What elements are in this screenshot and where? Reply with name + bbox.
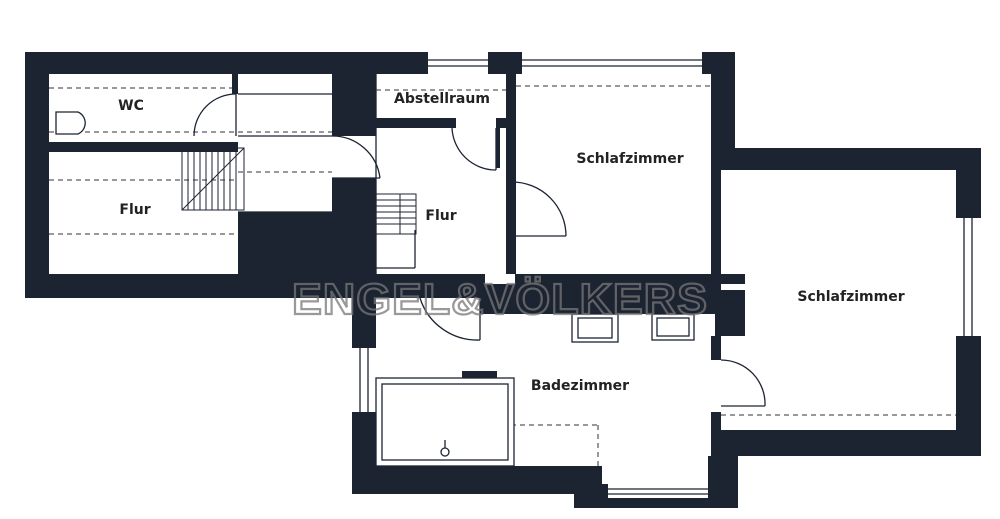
dashed-lines [49, 85, 956, 466]
room-label-flur-center: Flur [425, 208, 456, 224]
walls [25, 52, 981, 508]
room-label-wc: WC [118, 98, 144, 114]
bathtub-icon [375, 377, 515, 467]
room-label-badezimmer: Badezimmer [531, 378, 629, 394]
watermark-brand: ENGEL&VÖLKERS [292, 275, 708, 324]
toilet-icon [55, 111, 86, 135]
room-label-schlafzimmer-2: Schlafzimmer [797, 289, 904, 305]
room-label-abstellraum: Abstellraum [394, 91, 490, 107]
sink-icon [571, 313, 695, 343]
room-label-schlafzimmer-1: Schlafzimmer [576, 151, 683, 167]
room-label-flur-left: Flur [119, 202, 150, 218]
stairs-center [375, 193, 417, 235]
doors [193, 93, 766, 407]
thin-walls [238, 74, 416, 274]
stairs-left [181, 147, 245, 211]
watermark: ENGEL&VÖLKERS [291, 274, 708, 325]
windows [352, 52, 981, 498]
room-labels: WC Flur Abstellraum Flur Schlafzimmer Sc… [118, 91, 905, 394]
